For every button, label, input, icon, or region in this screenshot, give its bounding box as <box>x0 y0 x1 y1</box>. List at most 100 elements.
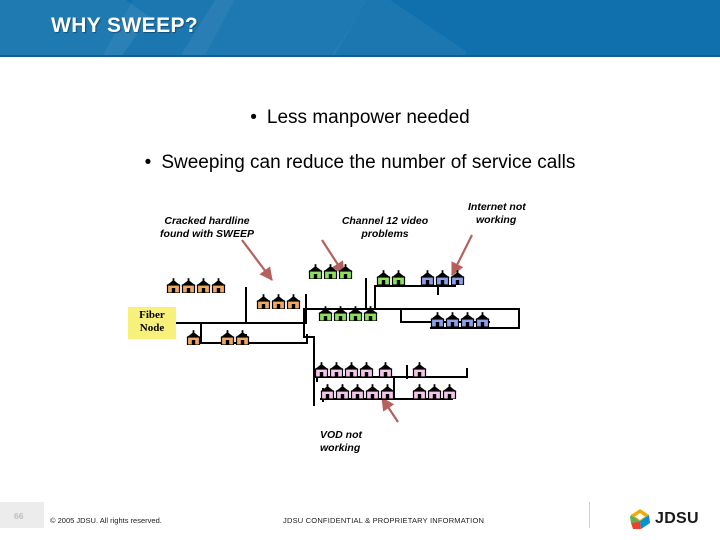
house-icon <box>442 384 457 400</box>
house-icon <box>186 330 201 346</box>
house-icon <box>475 312 490 328</box>
house-icon <box>348 306 363 322</box>
page-number: 66 <box>14 511 24 521</box>
wire-green-low <box>400 321 490 323</box>
house-group-branch-blue-low <box>430 312 490 328</box>
wire-to-mid <box>305 308 365 310</box>
copyright-text: © 2005 JDSU. All rights reserved. <box>50 516 162 525</box>
callout-line1: VOD not <box>320 429 362 441</box>
house-icon <box>286 294 301 310</box>
arrow-channel-12 <box>321 239 345 275</box>
list-item: • Sweeping can reduce the number of servi… <box>0 150 720 176</box>
house-icon <box>271 294 286 310</box>
slide-header: WHY SWEEP? <box>0 0 720 57</box>
house-icon <box>435 270 450 286</box>
bullet-text: Sweeping can reduce the number of servic… <box>161 152 576 173</box>
house-group-node-orange-lower2 <box>220 330 250 346</box>
house-icon <box>380 384 395 400</box>
house-icon <box>412 362 427 378</box>
arrow-internet <box>451 234 473 276</box>
callout-cracked-hardline: Cracked hardline found with SWEEP <box>148 215 266 240</box>
house-icon <box>412 384 427 400</box>
callout-line1: Internet not <box>468 201 526 213</box>
wire-blue-low <box>430 327 520 329</box>
arrow-cracked-hardline <box>241 239 273 281</box>
house-icon <box>181 278 196 294</box>
bullet-list: • Less manpower needed • Sweeping can redu… <box>0 105 720 195</box>
house-icon <box>376 270 391 286</box>
confidentiality-notice: JDSU CONFIDENTIAL & PROPRIETARY INFORMAT… <box>283 516 485 525</box>
house-icon <box>335 384 350 400</box>
house-icon <box>308 264 323 280</box>
slide-footer: 66 © 2005 JDSU. All rights reserved. JDS… <box>0 500 720 540</box>
house-icon <box>211 278 226 294</box>
house-icon <box>350 384 365 400</box>
callout-line2: working <box>476 213 517 226</box>
wire-blue-drop <box>437 285 439 295</box>
house-icon <box>359 362 374 378</box>
callout-line2: working <box>320 441 361 454</box>
fiber-node-box: Fiber Node <box>128 307 176 339</box>
house-icon <box>450 270 465 286</box>
jdsu-logo-text: JDSU <box>655 510 699 527</box>
fiber-node-line2: Node <box>139 322 165 334</box>
wire-blue-top <box>374 285 456 287</box>
house-icon <box>166 278 181 294</box>
house-icon <box>318 306 333 322</box>
wire-blue-low-riser <box>518 308 520 328</box>
house-group-node-orange-mid <box>256 294 301 310</box>
house-group-branch-pink-botr <box>412 384 457 400</box>
house-icon <box>220 330 235 346</box>
house-icon <box>427 384 442 400</box>
house-icon <box>314 362 329 378</box>
house-icon <box>365 384 380 400</box>
wire-down-pink <box>313 336 315 406</box>
house-group-branch-pink-top <box>314 362 374 378</box>
wire-pink-down <box>393 376 395 400</box>
wire-pink-top <box>313 376 415 378</box>
wire-green-riser <box>365 278 367 310</box>
callout-channel-12-video: Channel 12 video problems <box>330 215 440 240</box>
house-icon <box>460 312 475 328</box>
house-icon <box>420 270 435 286</box>
house-icon <box>363 306 378 322</box>
house-icon <box>378 362 393 378</box>
wire-drop-3 <box>306 334 308 344</box>
house-group-node-orange-top <box>166 278 226 294</box>
house-group-branch-pink-right2 <box>412 362 427 378</box>
footer-divider <box>589 502 590 528</box>
wire-drop-topleft <box>245 287 247 323</box>
wire-branch-lower-left <box>200 342 308 344</box>
house-icon <box>445 312 460 328</box>
house-icon <box>256 294 271 310</box>
wire-pink-right <box>406 376 468 378</box>
callout-line1: Channel 12 video <box>341 215 429 227</box>
house-group-node-orange-lower1 <box>186 330 201 346</box>
house-icon <box>320 384 335 400</box>
page-title: WHY SWEEP? <box>51 14 199 37</box>
jdsu-logo-icon <box>630 509 650 529</box>
house-group-branch-pink-right1 <box>378 362 393 378</box>
bullet-marker-icon: • <box>144 152 152 173</box>
arrow-vod <box>381 397 399 423</box>
house-icon <box>323 264 338 280</box>
page-number-chip: 66 <box>0 502 44 528</box>
house-icon <box>235 330 250 346</box>
network-diagram: Cracked hardline found with SWEEP Channe… <box>0 190 720 480</box>
wire-pink-drop3 <box>466 368 468 378</box>
house-icon <box>344 362 359 378</box>
wire-pink-bottom <box>320 398 453 400</box>
callout-internet-not-working: Internet not working <box>468 201 548 226</box>
house-group-branch-green-mid <box>376 270 406 286</box>
header-bottom-edge <box>0 55 720 57</box>
wire-green-drop <box>400 308 402 322</box>
wire-riser-down <box>303 308 305 336</box>
callout-vod-not-working: VOD not working <box>320 429 382 454</box>
callout-line2: problems <box>361 227 409 240</box>
house-group-branch-green-top <box>308 264 353 280</box>
wire-pink-drop2 <box>406 365 408 379</box>
house-group-branch-green-low <box>318 306 378 322</box>
bullet-text: Less manpower needed <box>266 107 470 128</box>
wire-drop-1 <box>200 322 202 344</box>
house-icon <box>391 270 406 286</box>
